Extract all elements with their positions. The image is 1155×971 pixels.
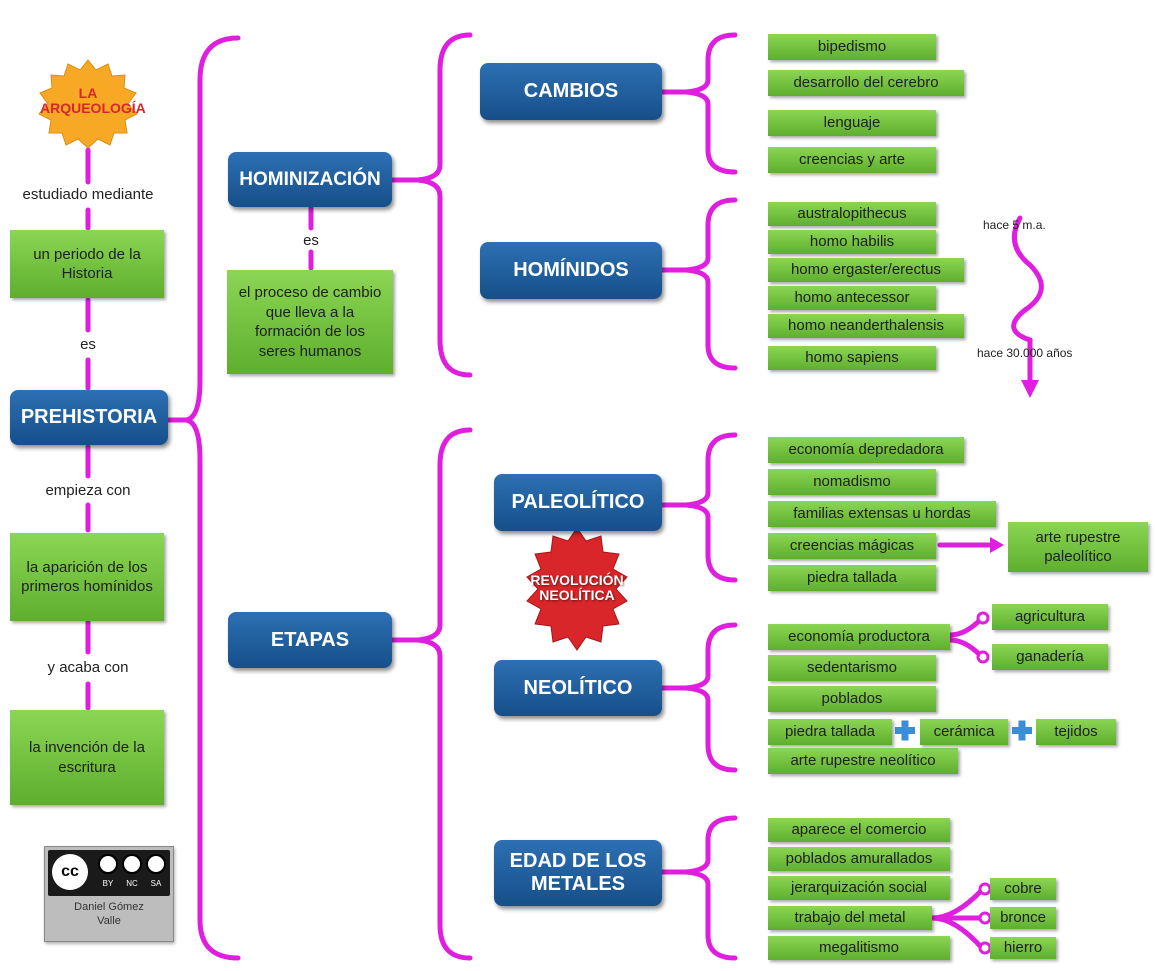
ends-label: y acaba con <box>47 659 129 676</box>
revolution-line2: NEOLÍTICA <box>539 587 615 604</box>
hominidos-node: HOMÍNIDOS <box>480 242 662 299</box>
metales-item: megalitismo <box>768 936 950 960</box>
hominidos-item: homo sapiens <box>768 346 936 370</box>
studied-label: estudiado mediante <box>22 186 154 203</box>
neolitico-item: piedra tallada <box>768 719 892 745</box>
metales-brace <box>685 815 738 961</box>
license-badge: cc BY NC SA Daniel Gómez Valle <box>44 846 174 942</box>
main-brace <box>185 35 241 961</box>
paleolitico-item: familias extensas u hordas <box>768 501 996 527</box>
starts-box: la aparición de los primeros homínidos <box>10 533 164 621</box>
cc-icon: cc <box>52 854 88 890</box>
cambios-brace <box>685 32 738 175</box>
cambios-item: desarrollo del cerebro <box>768 70 964 96</box>
neolitico-item: economía productora <box>768 624 950 650</box>
nc-icon <box>122 854 142 874</box>
metales-node: EDAD DE LOS METALES <box>494 840 662 906</box>
es-label: es <box>80 336 96 353</box>
neolitico-extra: cerámica <box>920 719 1008 745</box>
license-term-by: BY <box>102 879 114 888</box>
revolution-badge-icon <box>526 527 628 651</box>
branch-line <box>947 617 983 638</box>
archaeology-line2: ARQUEOLOGÍA <box>40 100 146 117</box>
metal-type: hierro <box>990 937 1056 959</box>
neolitico-brace <box>685 622 738 773</box>
branch-node <box>978 882 992 896</box>
paleolitico-art: arte rupestre paleolítico <box>1008 522 1148 572</box>
branch-line <box>929 915 985 951</box>
hominidos-item: australopithecus <box>768 202 936 226</box>
hominidos-item: homo habilis <box>768 230 936 254</box>
license-author: Daniel Gómez Valle <box>74 901 144 927</box>
paleolitico-item: economía depredadora <box>768 437 964 463</box>
hominizacion-brace <box>417 32 473 378</box>
neolitico-item: poblados <box>768 686 936 712</box>
neolitico-branch: agricultura <box>992 604 1108 630</box>
metal-type: cobre <box>990 878 1056 900</box>
arrow-head <box>990 537 1004 553</box>
metales-item: poblados amurallados <box>768 847 950 871</box>
archaeology-line1: LA <box>78 85 98 101</box>
time-start-label: hace 5 m.a. <box>983 218 1046 232</box>
hominidos-item: homo antecessor <box>768 286 936 310</box>
starts-label: empieza con <box>45 482 131 499</box>
arrow-head <box>1021 380 1039 398</box>
plus-icon <box>901 720 909 741</box>
neolitico-item: arte rupestre neolítico <box>768 748 958 774</box>
branch-line <box>947 637 983 658</box>
license-term-sa: SA <box>150 879 162 888</box>
revolution-line1: REVOLUCIÓN <box>530 572 624 588</box>
paleolitico-brace <box>685 432 738 583</box>
by-icon <box>98 854 118 874</box>
etapas-node: ETAPAS <box>228 612 392 668</box>
etapas-brace <box>417 427 473 961</box>
time-line <box>1011 215 1044 388</box>
branch-node <box>976 650 990 664</box>
hominizacion-node: HOMINIZACIÓN <box>228 152 392 207</box>
hominidos-brace <box>685 197 738 371</box>
cambios-item: bipedismo <box>768 34 936 60</box>
neolitico-extra: tejidos <box>1036 719 1116 745</box>
paleolitico-item: nomadismo <box>768 469 936 495</box>
cambios-item: lenguaje <box>768 110 936 136</box>
archaeology-badge: LA ARQUEOLOGÍA <box>40 85 146 117</box>
hominidos-item: homo ergaster/erectus <box>768 258 964 282</box>
hominidos-item: homo neanderthalensis <box>768 314 964 338</box>
branch-node <box>976 611 990 625</box>
plus-icon <box>1018 720 1026 741</box>
cambios-node: CAMBIOS <box>480 63 662 120</box>
hominizacion-es-label: es <box>303 232 319 249</box>
paleolitico-item: creencias mágicas <box>768 533 936 559</box>
license-term-nc: NC <box>126 879 138 888</box>
branch-node <box>978 911 992 925</box>
time-end-label: hace 30.000 años <box>977 346 1073 360</box>
neolitico-branch: ganadería <box>992 644 1108 670</box>
license-icons: cc BY NC SA <box>48 850 170 896</box>
paleolitico-item: piedra tallada <box>768 565 936 591</box>
prehistoria-node: PREHISTORIA <box>10 390 168 445</box>
period-box: un periodo de la Historia <box>10 230 164 298</box>
metales-item: aparece el comercio <box>768 818 950 842</box>
archaeology-badge-icon <box>38 59 138 149</box>
metal-type: bronce <box>990 907 1056 929</box>
hominizacion-definition: el proceso de cambio que lleva a la form… <box>227 270 393 374</box>
metales-item: jerarquización social <box>768 876 950 900</box>
neolitico-node: NEOLÍTICO <box>494 660 662 716</box>
paleolitico-node: PALEOLÍTICO <box>494 474 662 531</box>
metales-item: trabajo del metal <box>768 906 932 930</box>
branch-node <box>978 941 992 955</box>
revolution-badge: REVOLUCIÓN NEOLÍTICA <box>527 572 627 604</box>
neolitico-item: sedentarismo <box>768 655 936 681</box>
cambios-item: creencias y arte <box>768 147 936 173</box>
ends-box: la invención de la escritura <box>10 710 164 805</box>
sa-icon <box>146 854 166 874</box>
